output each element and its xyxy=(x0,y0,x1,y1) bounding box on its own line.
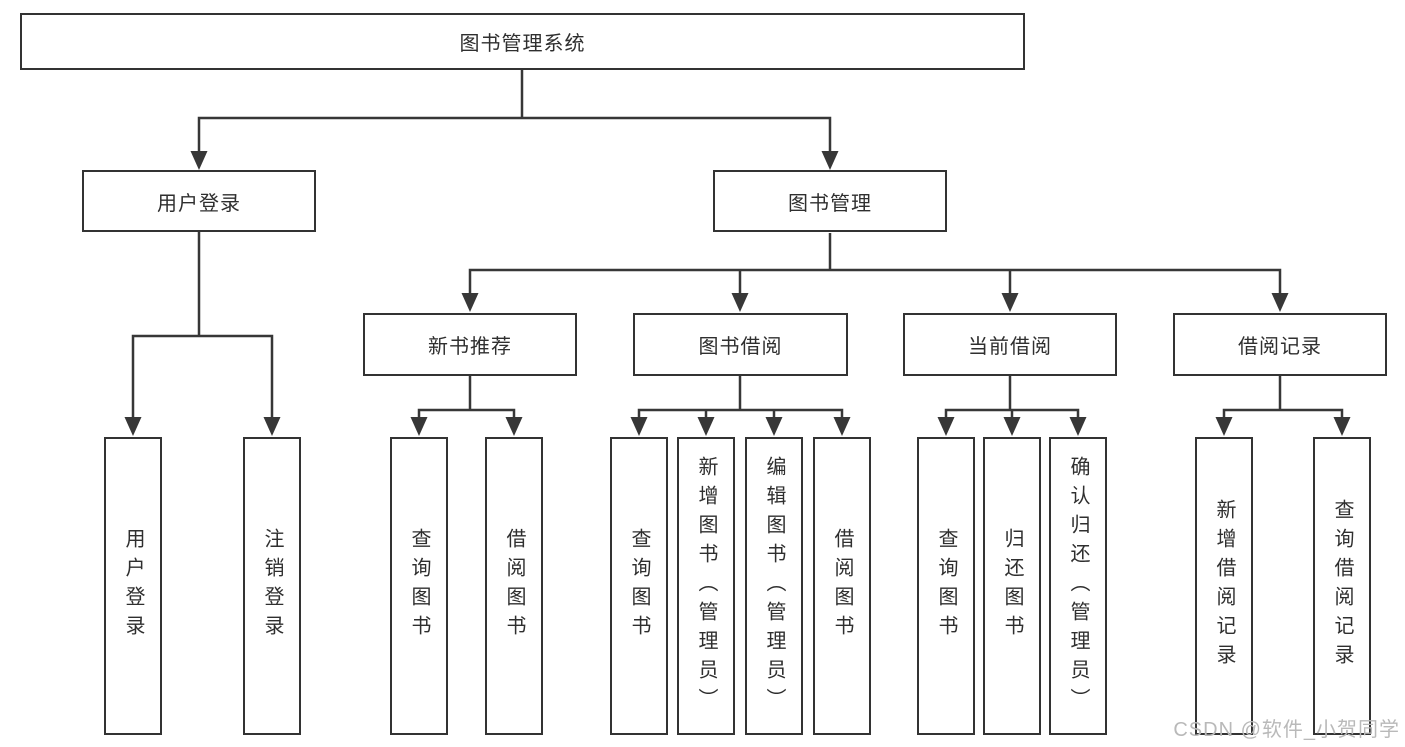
leaf-query-books-current: 查询图书 xyxy=(917,437,975,735)
leaf-borrow-books-recommend: 借阅图书 xyxy=(485,437,543,735)
leaf-query-books-recommend: 查询图书 xyxy=(390,437,448,735)
leaf-confirm-return-admin: 确认归还（管理员） xyxy=(1049,437,1107,735)
node-current-borrowing: 当前借阅 xyxy=(903,313,1117,376)
leaf-borrow-books: 借阅图书 xyxy=(813,437,871,735)
node-user-login: 用户登录 xyxy=(82,170,316,232)
node-borrowing-records: 借阅记录 xyxy=(1173,313,1387,376)
leaf-add-borrow-record: 新增借阅记录 xyxy=(1195,437,1253,735)
leaf-return-books: 归还图书 xyxy=(983,437,1041,735)
node-book-borrowing: 图书借阅 xyxy=(633,313,848,376)
watermark: CSDN @软件_小贺同学 xyxy=(1173,719,1400,741)
leaf-user-login: 用户登录 xyxy=(104,437,162,735)
leaf-edit-books-admin: 编辑图书（管理员） xyxy=(745,437,803,735)
leaf-add-books-admin: 新增图书（管理员） xyxy=(677,437,735,735)
leaf-logout: 注销登录 xyxy=(243,437,301,735)
leaf-query-books-borrow: 查询图书 xyxy=(610,437,668,735)
leaf-query-borrow-record: 查询借阅记录 xyxy=(1313,437,1371,735)
node-new-book-recommendation: 新书推荐 xyxy=(363,313,577,376)
node-book-management: 图书管理 xyxy=(713,170,947,232)
node-library-system: 图书管理系统 xyxy=(20,13,1025,70)
